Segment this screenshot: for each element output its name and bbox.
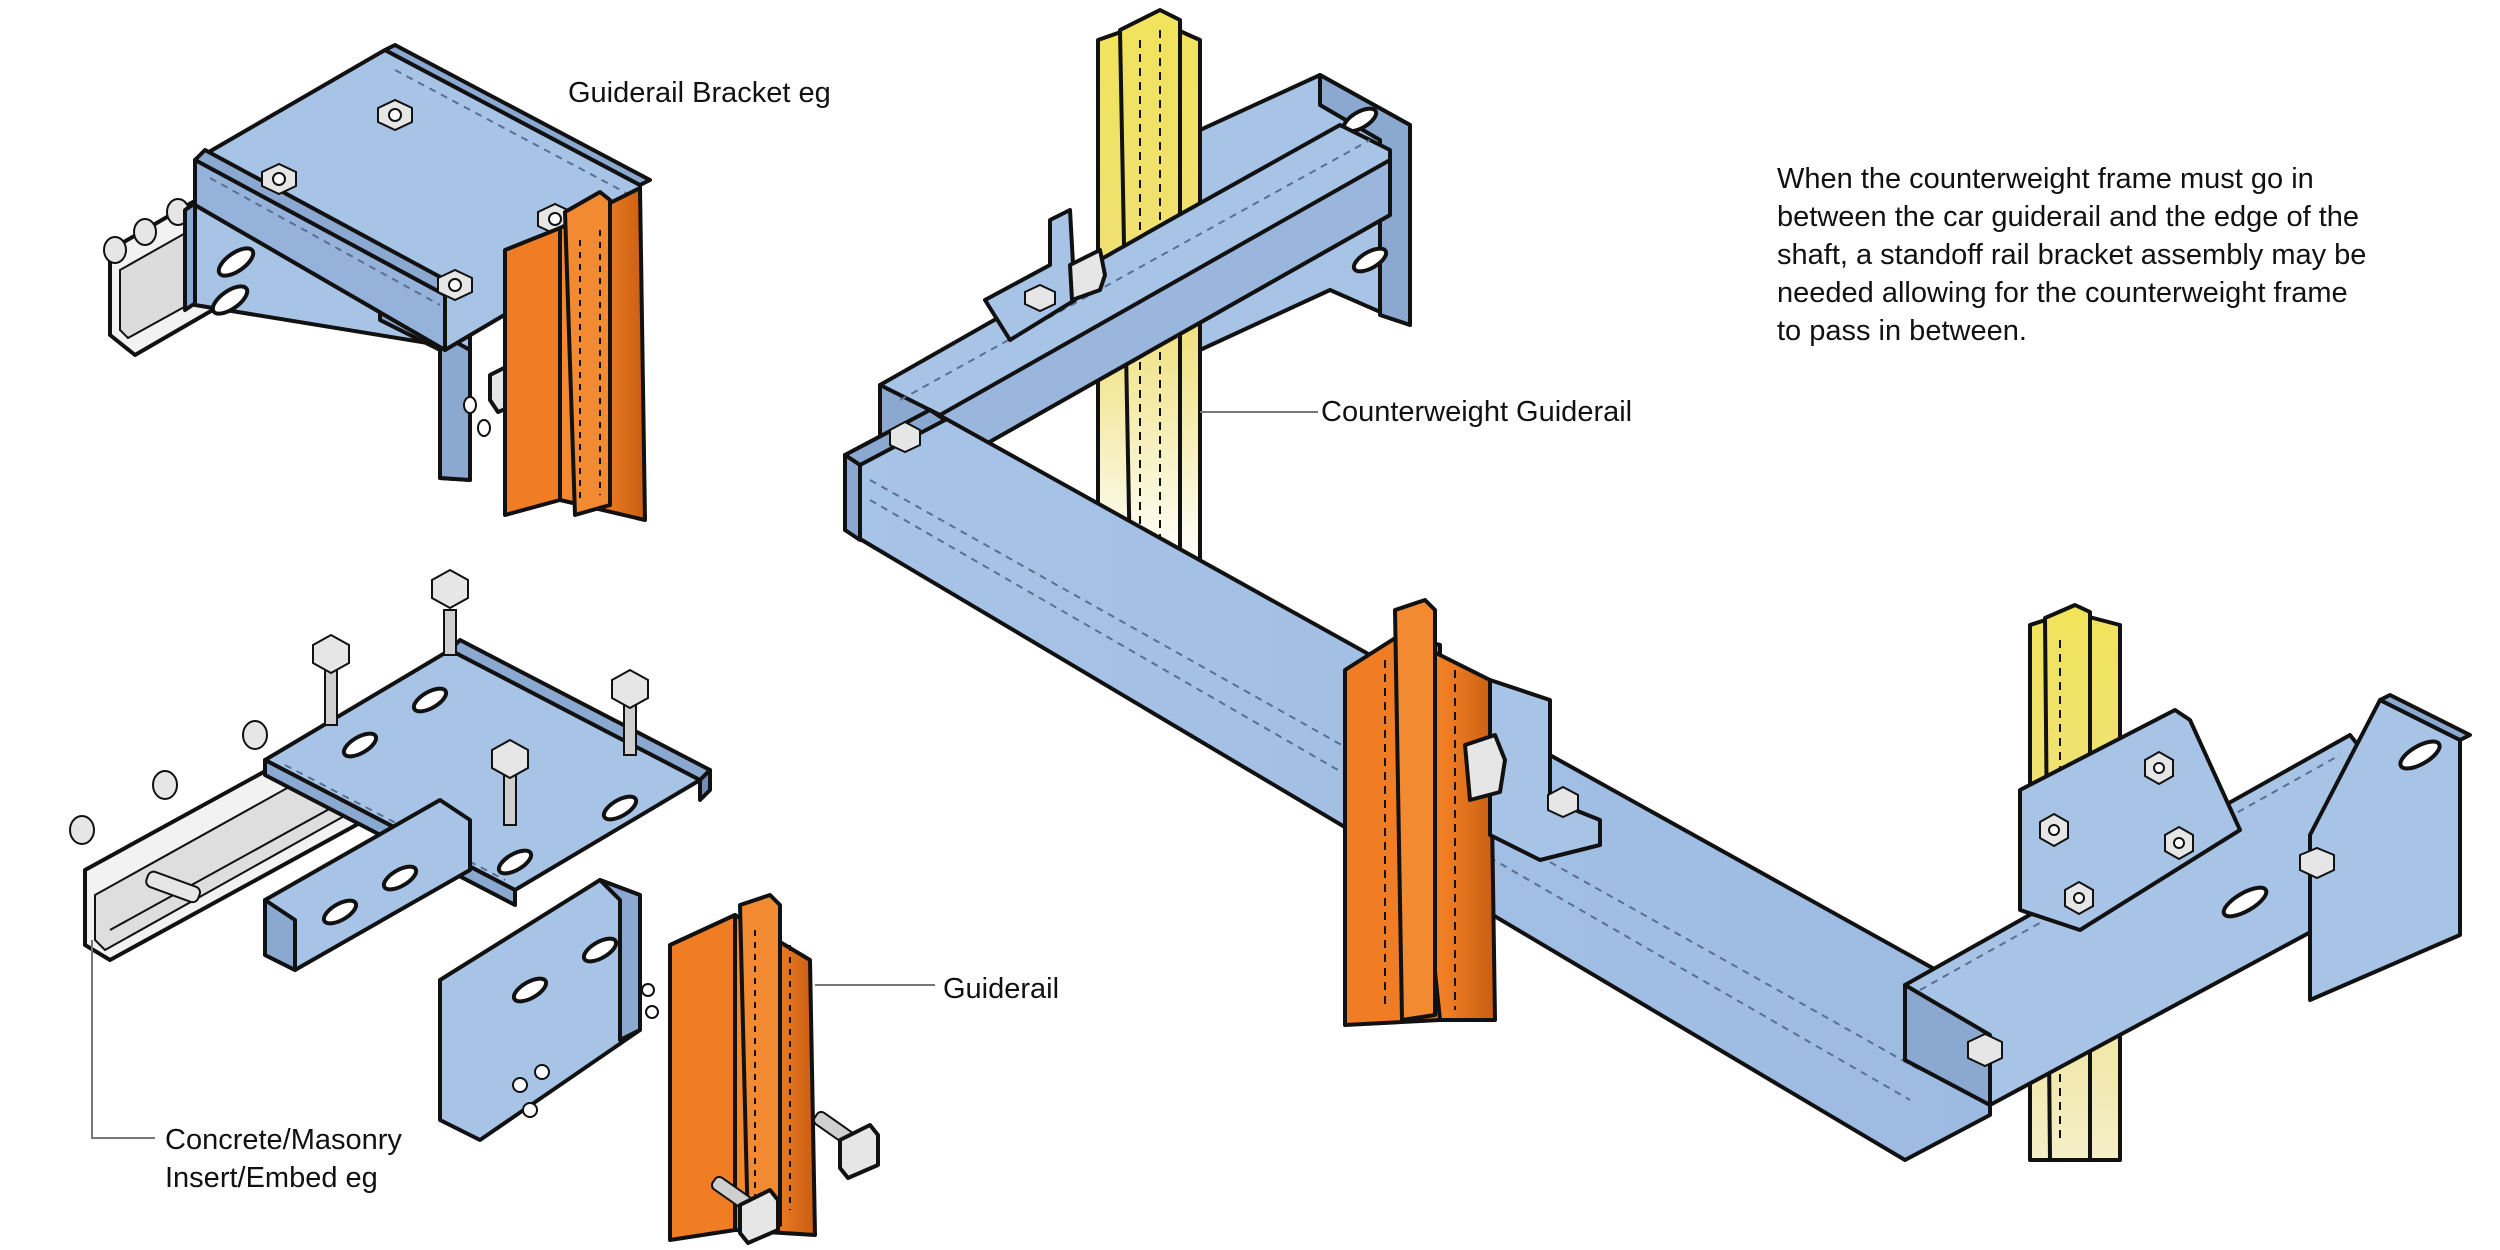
- note-line: When the counterweight frame must go in: [1777, 163, 2314, 195]
- bracket-vertical-exploded: [438, 878, 642, 1142]
- label-counterweight-guiderail: Counterweight Guiderail: [1321, 396, 1633, 428]
- end-wall-plate: [2308, 698, 2462, 1002]
- hex-bolt-icon: [312, 633, 350, 726]
- bracket-example-assembled: [103, 43, 652, 522]
- hex-bolt-icon: [437, 268, 473, 302]
- standoff-assembly: [843, 8, 2472, 1162]
- hex-bolt-icon: [431, 568, 469, 656]
- guiderail-bottom-example: [668, 893, 817, 1242]
- label-insert-line2: Insert/Embed eg: [165, 1162, 378, 1194]
- leader-embed-insert: [91, 940, 155, 1139]
- hex-bolt-icon: [491, 738, 529, 826]
- guiderail-top-example: [503, 186, 647, 522]
- label-guiderail: Guiderail: [943, 973, 1060, 1005]
- explanatory-note: When the counterweight frame must go in …: [1777, 160, 2366, 350]
- hex-bolt-icon: [2064, 880, 2094, 916]
- label-insert-line1: Concrete/Masonry: [165, 1124, 402, 1156]
- rail-clip-icon: [1463, 733, 1507, 802]
- hex-bolt-icon: [2164, 825, 2194, 861]
- hex-bolt-icon: [377, 98, 413, 132]
- hex-bolt-icon: [2299, 846, 2335, 880]
- hex-bolt-icon: [1024, 283, 1056, 313]
- rail-bracket-plate: [2018, 708, 2242, 932]
- hex-bolt-icon: [889, 420, 921, 454]
- hex-bolt-icon: [2039, 812, 2069, 848]
- hex-bolt-icon: [611, 668, 649, 756]
- label-guiderail-bracket: Guiderail Bracket eg: [568, 77, 831, 109]
- note-line: between the car guiderail and the edge o…: [1777, 201, 2360, 233]
- rail-clip-icon: [1068, 248, 1107, 302]
- bracket-example-exploded: [69, 568, 880, 1245]
- rail-clip-icon: [710, 1110, 880, 1245]
- note-line: to pass in between.: [1777, 315, 2027, 347]
- hex-bolt-icon: [1547, 785, 1579, 819]
- hex-bolt-icon: [261, 162, 297, 196]
- car-guiderail: [1343, 598, 1497, 1027]
- note-line: needed allowing for the counterweight fr…: [1777, 277, 2348, 309]
- hex-bolt-icon: [1967, 1032, 2003, 1068]
- note-line: shaft, a standoff rail bracket assembly …: [1777, 239, 2367, 271]
- hex-bolt-icon: [2144, 750, 2174, 786]
